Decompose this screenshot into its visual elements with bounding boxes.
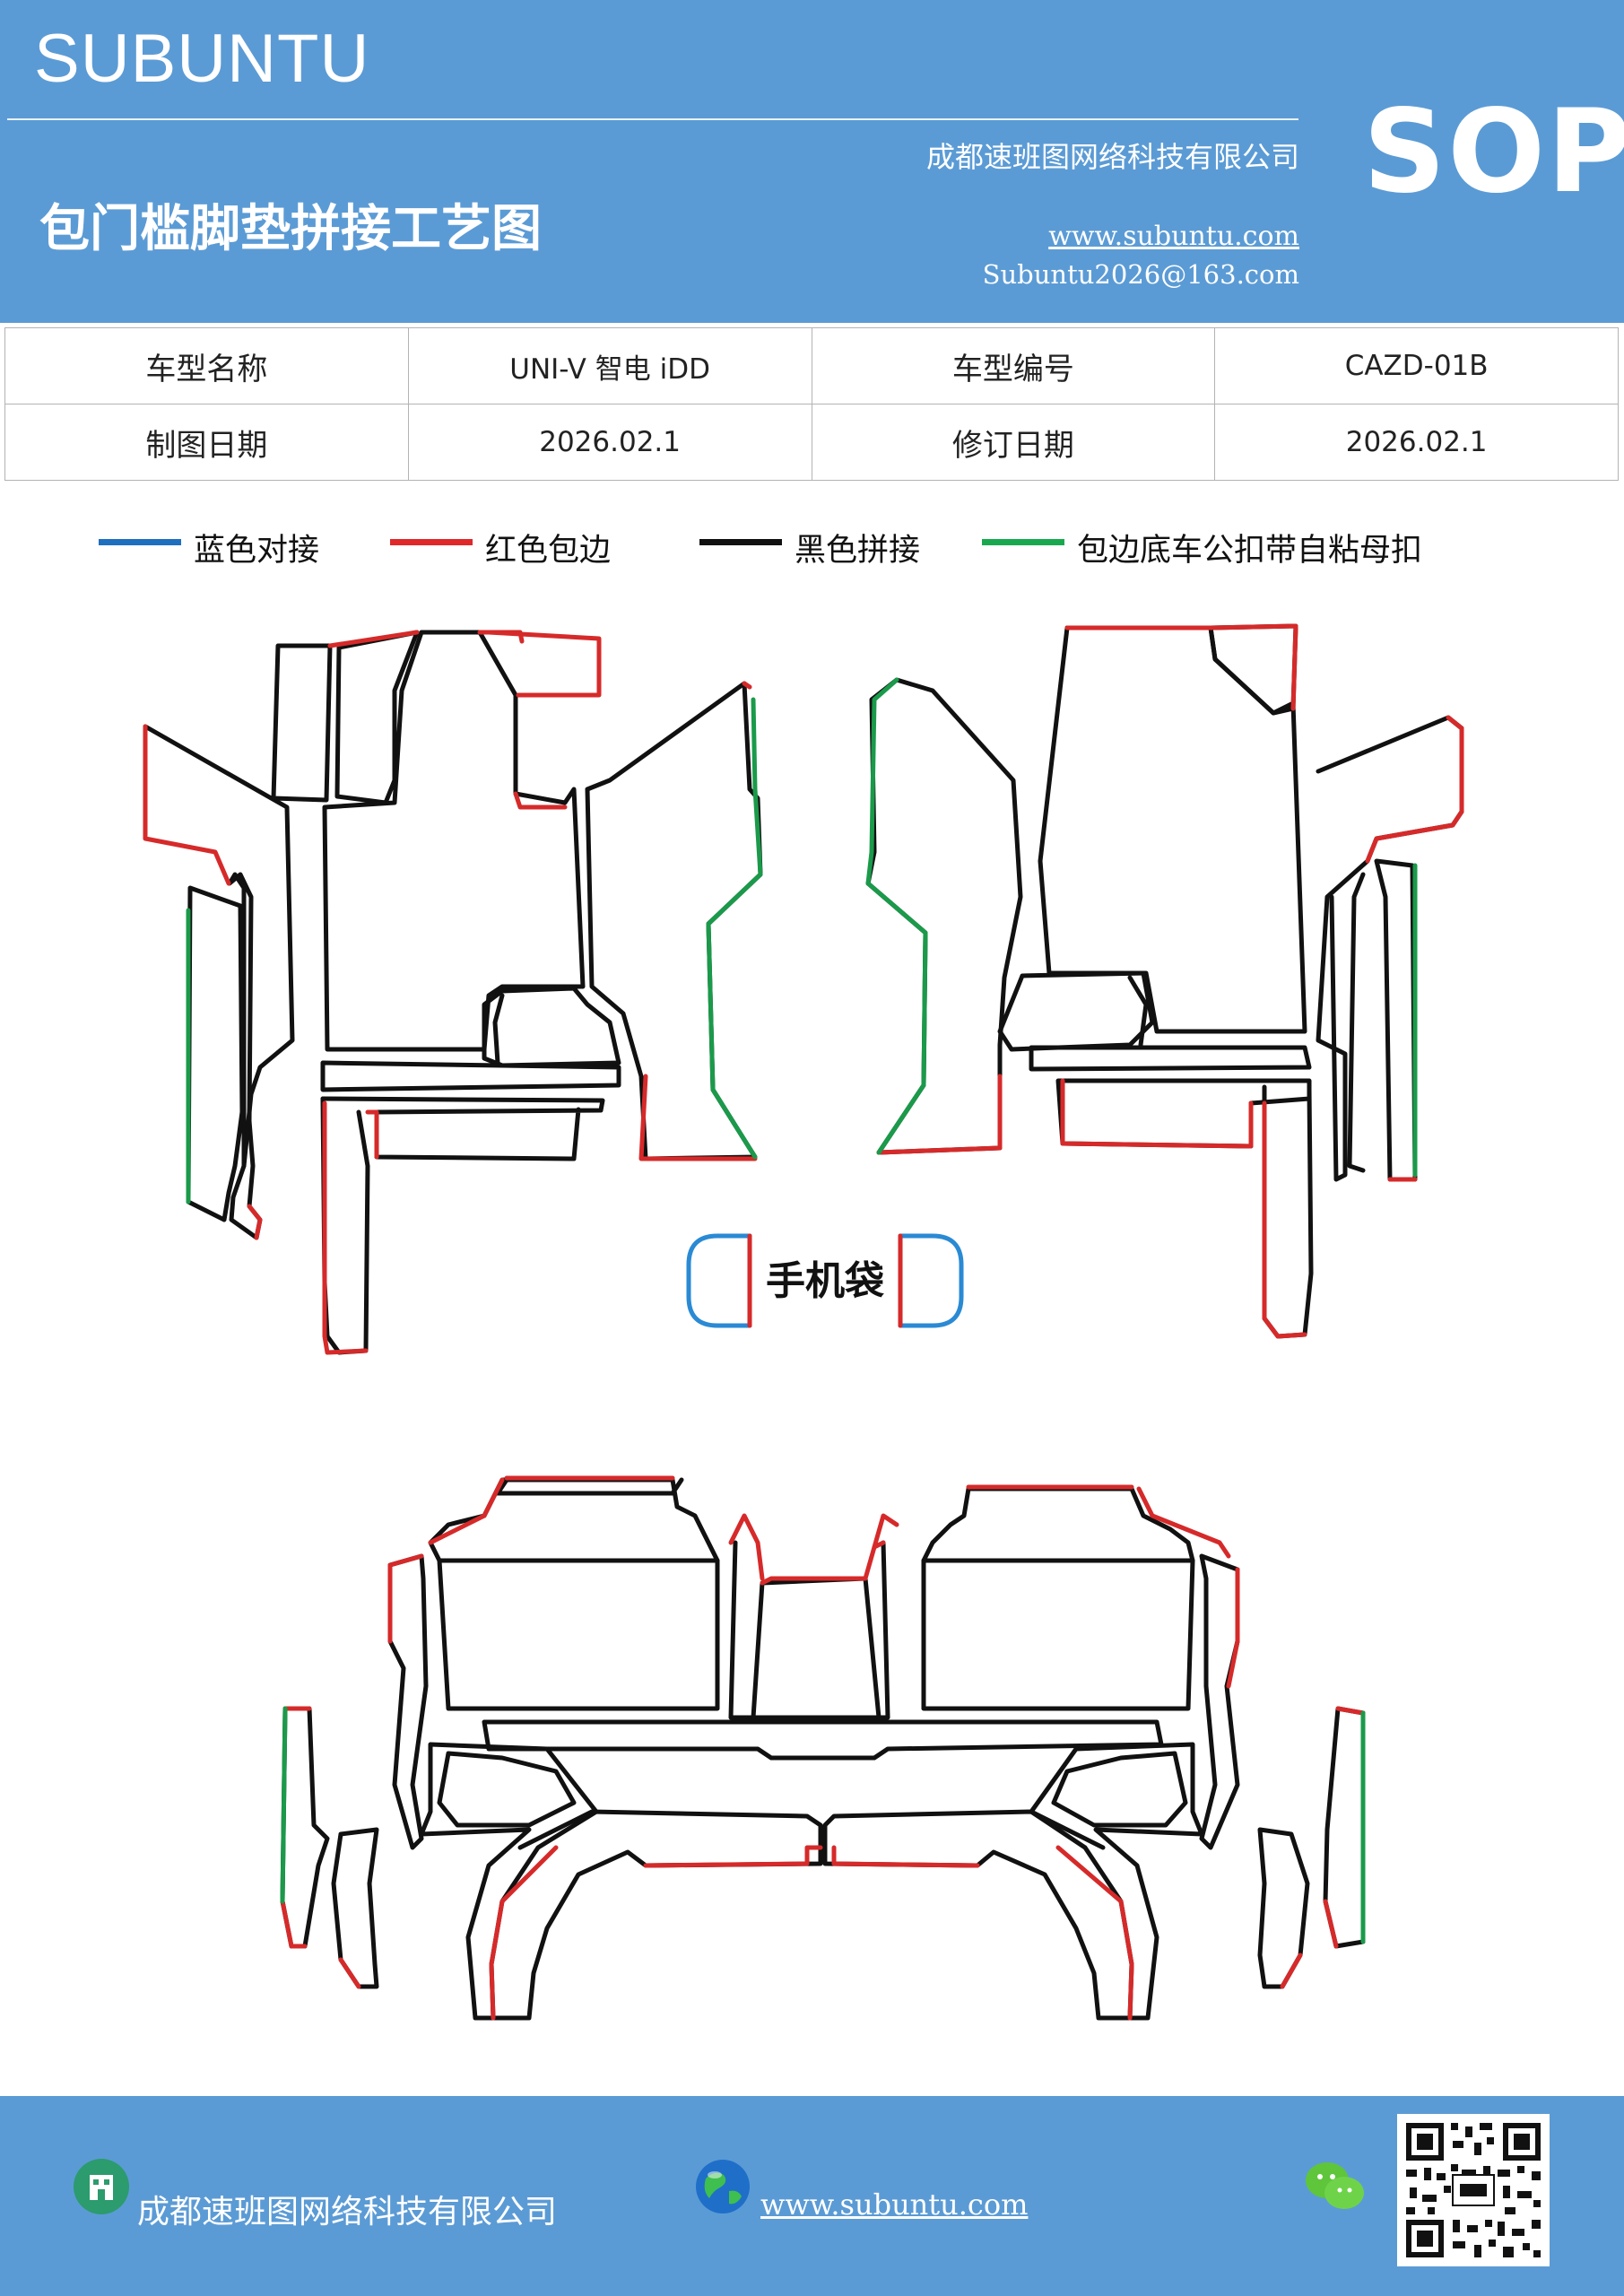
mat-piece-driver-upper-mid	[334, 630, 420, 805]
model-code-value: CAZD-01B	[1214, 327, 1619, 404]
mat-piece-passenger-heel	[997, 970, 1155, 1052]
drawing-date-label: 制图日期	[4, 404, 409, 481]
mat-piece-rear-far-right	[1323, 1706, 1366, 1949]
legend-label: 黑色拼接	[795, 533, 921, 569]
document-title: 包门槛脚垫拼接工艺图	[39, 200, 542, 258]
header-company-name: 成都速班图网络科技有限公司	[925, 140, 1299, 174]
mat-piece-left-sill-small	[186, 885, 245, 1222]
mat-piece-right-sill-strip	[1374, 858, 1418, 1182]
footer-banner: 成都速班图网络科技有限公司 www.subuntu.com	[0, 2096, 1624, 2296]
table-row: 车型名称 UNI-V 智电 iDD 车型编号 CAZD-01B	[4, 327, 1619, 404]
mat-piece-rear-left-arch	[419, 1742, 599, 2021]
header-email[interactable]: Subuntu2026@163.com	[982, 259, 1299, 290]
header-divider	[7, 118, 1298, 120]
legend-label: 包边底车公扣带自粘母扣	[1077, 533, 1423, 569]
legend-label: 红色包边	[485, 533, 612, 569]
phone-pocket: 手机袋	[686, 1233, 964, 1328]
globe-icon	[696, 2160, 750, 2213]
qr-code[interactable]	[1397, 2114, 1550, 2266]
model-name-label: 车型名称	[4, 327, 409, 404]
mat-piece-rear-center	[751, 1576, 881, 1720]
mat-piece-rear-right-arch	[1029, 1742, 1204, 2021]
phone-pocket-label: 手机袋	[766, 1258, 884, 1304]
mat-piece-rear-left-seat	[437, 1558, 720, 1711]
mat-piece-rear-crossbar	[482, 1719, 1164, 1761]
table-row: 制图日期 2026.02.1 修订日期 2026.02.1	[4, 404, 1619, 481]
legend-swatch-red	[390, 539, 473, 545]
legend-swatch-black	[699, 539, 782, 545]
mat-piece-front-strip	[320, 1060, 621, 1092]
legend-swatch-blue	[99, 539, 181, 545]
mat-piece-driver-upper-left	[271, 643, 333, 803]
floor-mat-diagram: 手机袋	[143, 623, 1464, 2021]
model-name-value: UNI-V 智电 iDD	[407, 327, 812, 404]
mat-piece-passenger-main	[1038, 625, 1307, 1034]
building-icon	[74, 2159, 129, 2214]
drawing-date-value: 2026.02.1	[407, 404, 812, 481]
vehicle-info-table: 车型名称 UNI-V 智电 iDD 车型编号 CAZD-01B 制图日期 202…	[4, 327, 1619, 481]
footer-website-link[interactable]: www.subuntu.com	[760, 2187, 1029, 2222]
revision-date-value: 2026.02.1	[1214, 404, 1619, 481]
footer-company-name: 成都速班图网络科技有限公司	[137, 2194, 558, 2231]
mat-piece-left-sill-strip	[227, 872, 263, 1240]
header-banner: SUBUNTU 包门槛脚垫拼接工艺图 成都速班图网络科技有限公司 www.sub…	[0, 0, 1624, 323]
mat-piece-passenger-lower	[1055, 1078, 1312, 1149]
revision-date-label: 修订日期	[811, 404, 1216, 481]
wechat-icon[interactable]	[1303, 2159, 1366, 2214]
model-code-label: 车型编号	[811, 327, 1216, 404]
legend-swatch-green	[982, 539, 1064, 545]
mat-piece-left-side	[143, 724, 295, 1169]
mat-piece-passenger-upper	[1208, 623, 1298, 716]
mat-piece-rear-tunnel-right	[822, 1809, 1137, 2021]
header-website-link[interactable]: www.subuntu.com	[1048, 221, 1299, 252]
mat-piece-rear-tunnel-left	[486, 1809, 823, 2021]
legend-label: 蓝色对接	[194, 533, 320, 569]
mat-piece-heel-pad	[482, 986, 621, 1068]
color-legend: 蓝色对接 红色包边 黑色拼接 包边底车公扣带自粘母扣	[99, 525, 1578, 570]
mat-piece-rear-right-seat	[921, 1558, 1195, 1711]
brand-name: SUBUNTU	[34, 21, 370, 97]
mat-piece-passenger-front-strip	[1029, 1045, 1312, 1072]
sop-badge: SOP	[1363, 85, 1624, 219]
mat-piece-driver-main	[322, 630, 586, 1052]
mat-piece-rear-far-left	[280, 1706, 330, 1949]
